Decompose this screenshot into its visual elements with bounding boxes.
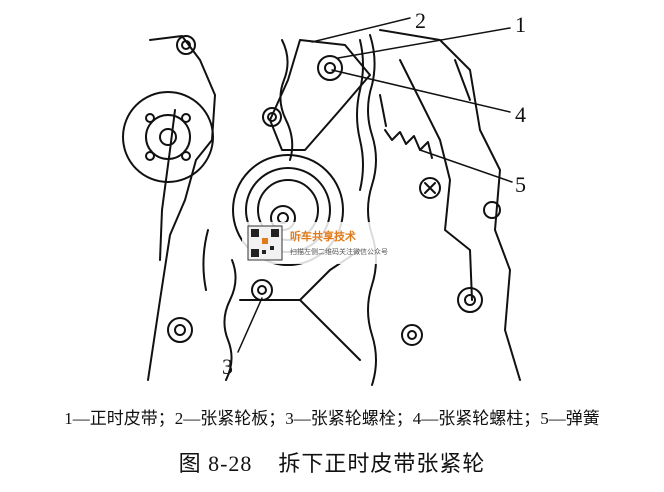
leader-5 bbox=[419, 149, 513, 183]
tensioner-stud bbox=[317, 55, 343, 81]
tensioner-plate bbox=[269, 39, 371, 151]
bolt-3 bbox=[251, 279, 273, 301]
leader-1 bbox=[337, 27, 511, 59]
bolt-lower-left bbox=[167, 317, 193, 343]
water-pump-hub bbox=[145, 114, 191, 160]
water-pump-pulley bbox=[122, 91, 214, 183]
legend-item: 3—张紧轮螺栓； bbox=[285, 409, 413, 428]
callout-3: 3 bbox=[222, 354, 233, 379]
timing-belt-right-strand bbox=[367, 34, 377, 386]
spring bbox=[384, 129, 433, 159]
legend-item: 2—张紧轮板； bbox=[174, 409, 286, 428]
timing-belt-left-strand bbox=[202, 39, 294, 381]
watermark-subtitle: 扫描左侧二维码关注微信公众号 bbox=[290, 247, 388, 256]
figure-title: 拆下正时皮带张紧轮 bbox=[278, 451, 486, 476]
callout-2: 2 bbox=[415, 8, 426, 33]
figure-legend: 1—正时皮带；2—张紧轮板；3—张紧轮螺栓；4—张紧轮螺柱；5—弹簧 bbox=[0, 404, 664, 429]
callout-4: 4 bbox=[515, 102, 526, 127]
spring-anchor bbox=[419, 177, 441, 199]
bolt-top-left bbox=[176, 35, 196, 55]
legend-item: 1—正时皮带； bbox=[64, 409, 175, 428]
housing-right bbox=[379, 29, 521, 381]
figure-number: 图 8-28 bbox=[178, 451, 253, 476]
callout-5: 5 bbox=[515, 172, 526, 197]
leader-4 bbox=[331, 69, 511, 113]
watermark: 听车共享技术 扫描左侧二维码关注微信公众号 bbox=[242, 222, 442, 264]
leader-3 bbox=[237, 297, 263, 353]
engine-block-outline-left bbox=[147, 35, 216, 381]
engine-timing-diagram: 2 1 4 5 3 听车共享技术 扫描左侧二维码关注微信公众号 bbox=[122, 8, 526, 386]
tensioner-pulley bbox=[232, 154, 344, 266]
leader-2 bbox=[311, 17, 411, 43]
callout-1: 1 bbox=[515, 12, 526, 37]
legend-item: 4—张紧轮螺柱； bbox=[412, 409, 541, 428]
figure-caption: 图 8-28 拆下正时皮带张紧轮 bbox=[0, 446, 664, 478]
legend-item: 5—弹簧 bbox=[540, 409, 600, 428]
watermark-title: 听车共享技术 bbox=[290, 229, 356, 243]
